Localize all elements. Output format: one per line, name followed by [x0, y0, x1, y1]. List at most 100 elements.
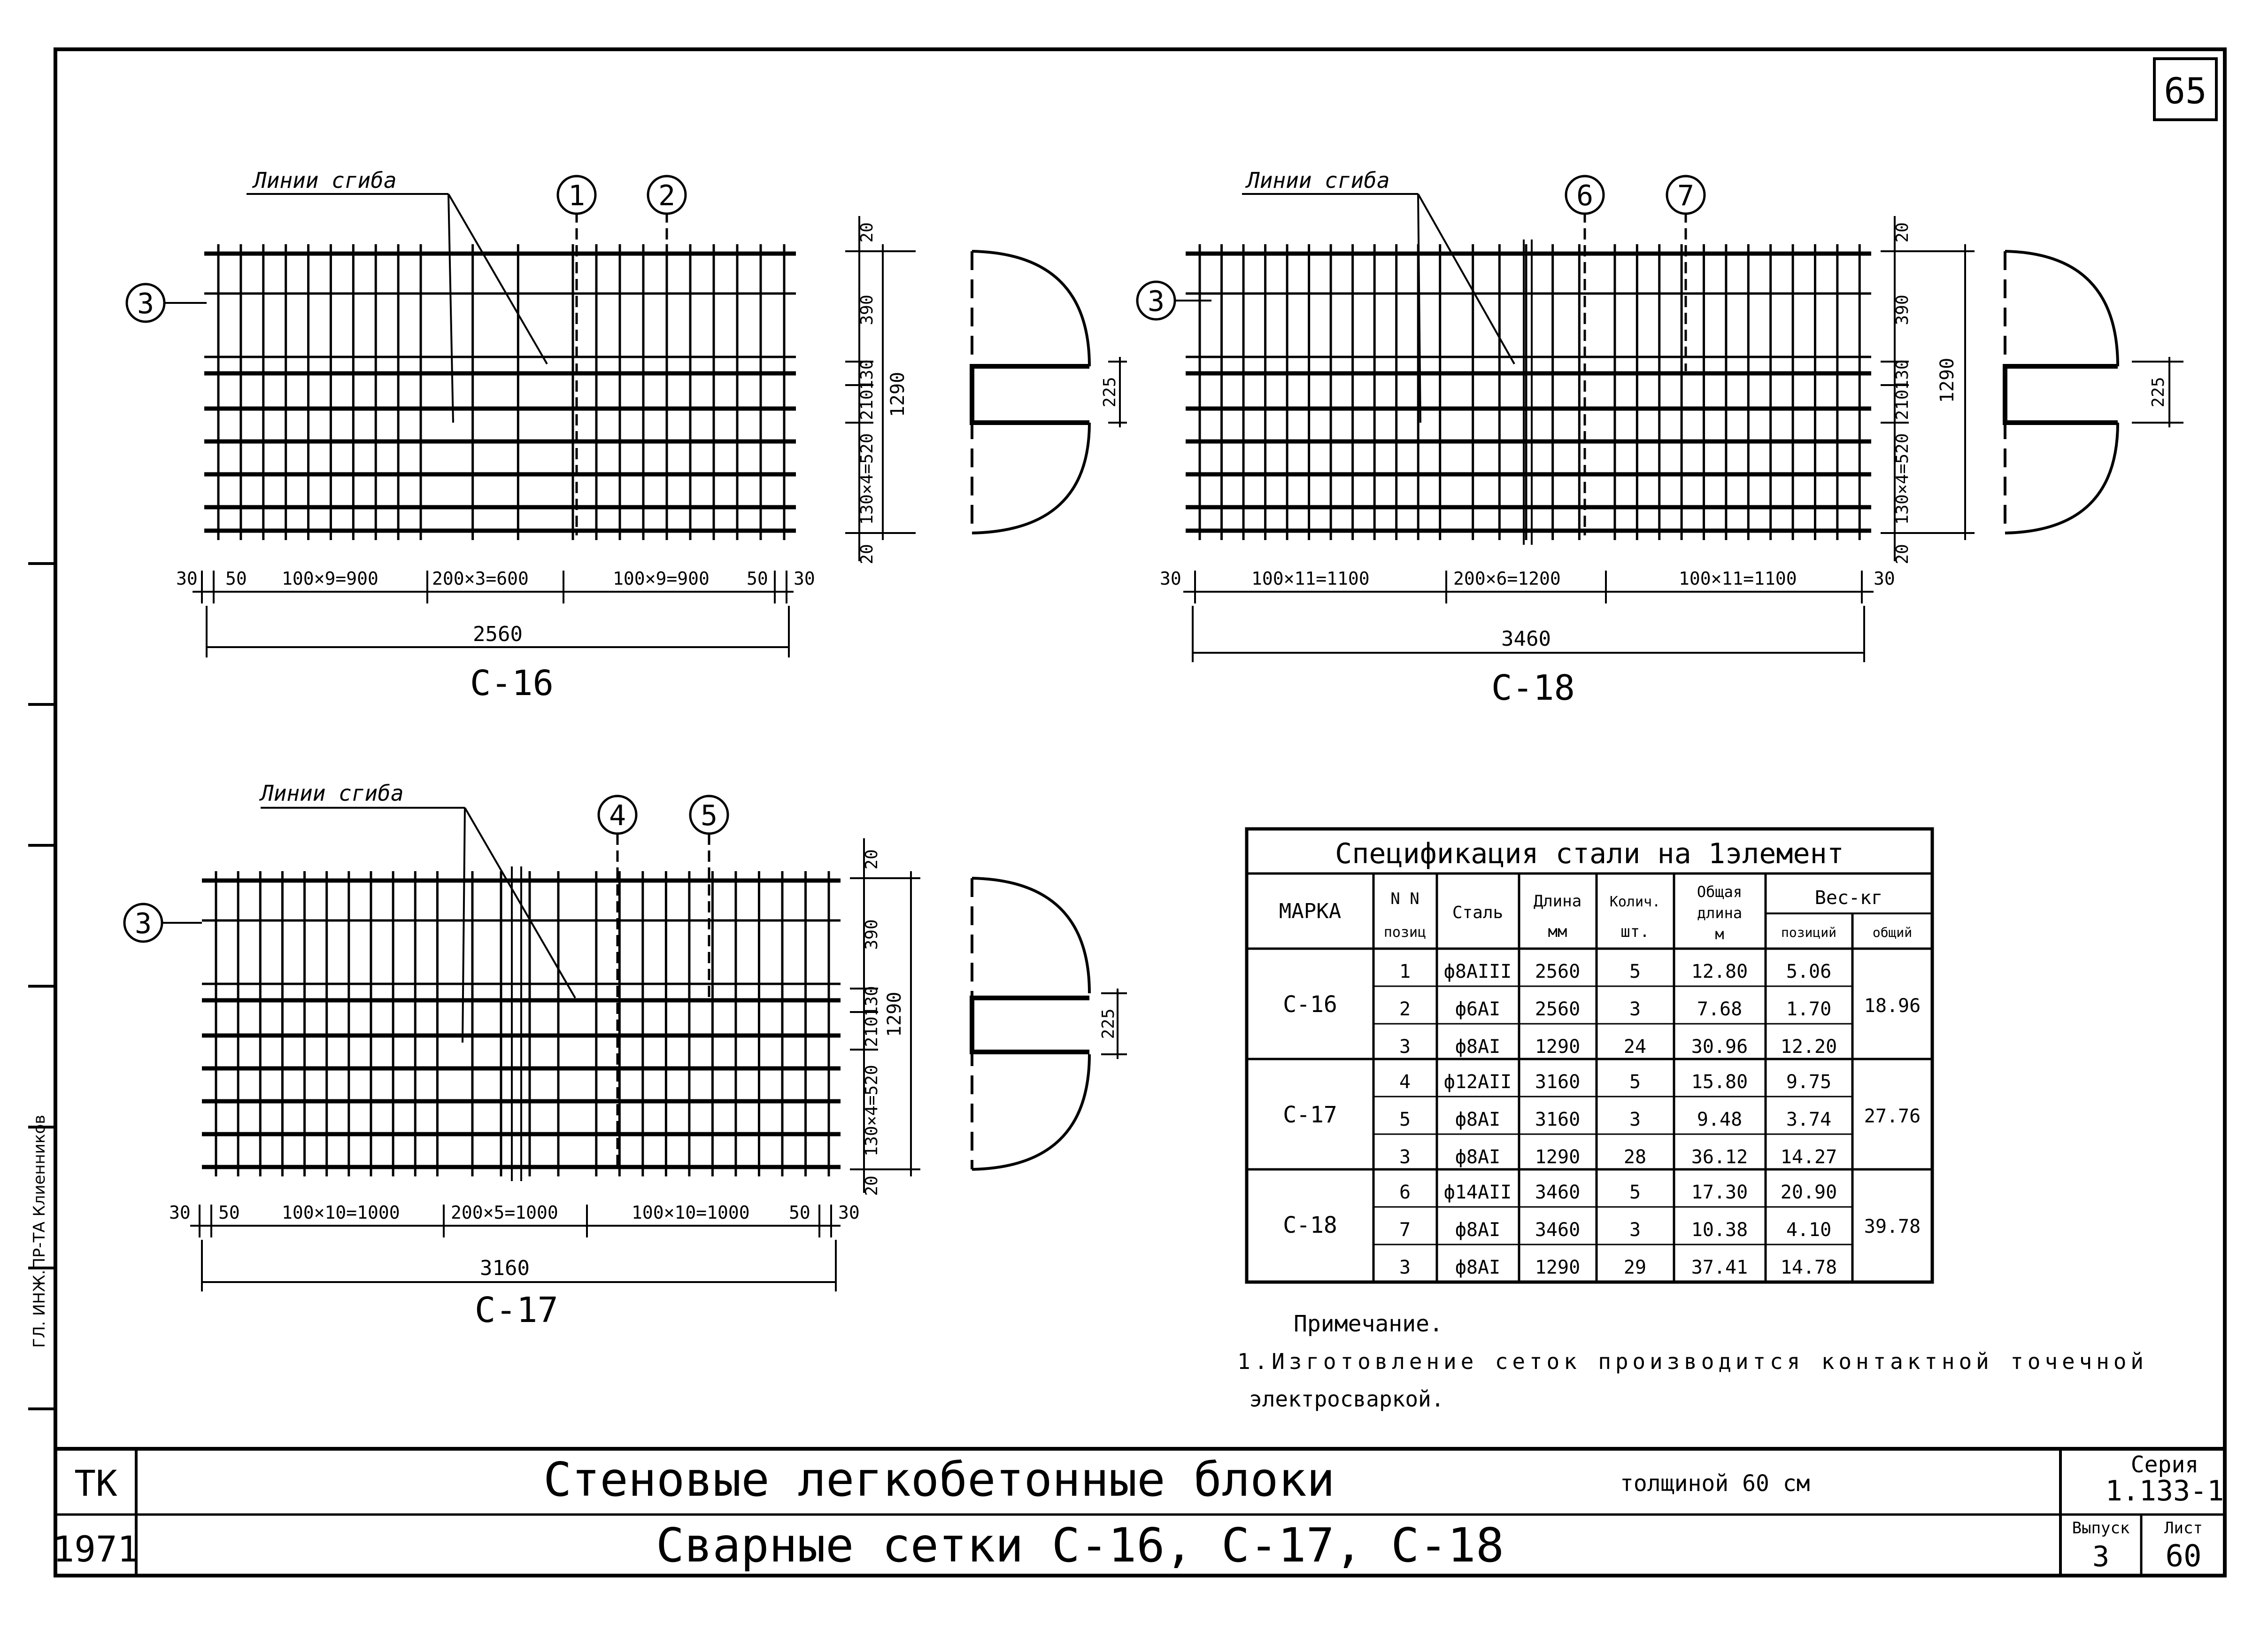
sheet-number: 60	[2165, 1539, 2201, 1574]
callout-4: 4	[597, 795, 638, 835]
svg-text:100×11=1100: 100×11=1100	[1251, 568, 1370, 589]
svg-text:Колич.: Колич.	[1610, 894, 1660, 910]
year-label: 1971	[53, 1528, 139, 1570]
spec-cell: ф8АI	[1455, 1109, 1500, 1130]
spec-cell: 1	[1399, 961, 1411, 982]
bend-lines-label-c17: Линии сгиба	[259, 781, 404, 806]
spec-total-weight: 27.76	[1864, 1105, 1921, 1127]
spec-cell: 3	[1629, 1219, 1641, 1241]
svg-text:30: 30	[794, 568, 815, 589]
callout-3-c18: 3	[1136, 280, 1176, 321]
svg-text:3: 3	[137, 287, 154, 320]
svg-text:130: 130	[1893, 359, 1912, 390]
svg-text:1290: 1290	[887, 372, 909, 417]
mesh-c17-section	[970, 877, 1127, 1171]
svg-text:2: 2	[658, 179, 675, 212]
mesh-c18-dim-side	[1881, 216, 1975, 561]
spec-cell: 6	[1399, 1182, 1411, 1203]
sheet-subtitle: Сварные сетки С-16, С-17, С-18	[656, 1518, 1504, 1573]
callout-3: 3	[125, 283, 166, 323]
mesh-c17-dim-side-labels: 20 390 130 210 130×4=520 20 1290	[862, 849, 905, 1196]
issue-label: Выпуск	[2072, 1519, 2130, 1538]
spec-cell: 3	[1399, 1146, 1411, 1168]
mesh-c16-dim-labels: 30 50 100×9=900 200×3=600 100×9=900 50 3…	[176, 568, 815, 646]
mesh-c16-dim-side-labels: 20 390 130 210 130×4=520 20 1290	[857, 222, 909, 564]
svg-text:390: 390	[862, 919, 881, 950]
mesh-c16-section	[970, 250, 1127, 534]
spec-cell: 17.30	[1691, 1182, 1748, 1203]
mesh-c17-grid	[202, 866, 841, 1181]
spec-cell: 3160	[1535, 1109, 1580, 1130]
svg-text:позиц: позиц	[1384, 924, 1426, 941]
mesh-c17-dim-side	[850, 838, 920, 1193]
spec-cell: ф8АI	[1455, 1219, 1500, 1241]
svg-text:1: 1	[568, 179, 585, 212]
spec-cell: 1290	[1535, 1146, 1580, 1168]
bend-lines-label-c18: Линии сгиба	[1245, 168, 1390, 193]
svg-text:50: 50	[789, 1202, 810, 1223]
svg-text:20: 20	[1893, 222, 1912, 242]
svg-text:30: 30	[176, 568, 198, 589]
svg-text:20: 20	[862, 1175, 881, 1196]
mesh-c18-dim-labels: 30 100×11=1100 200×6=1200 100×11=1100 30…	[1160, 568, 1895, 651]
spec-cell: 20.90	[1781, 1182, 1837, 1203]
series-label: Серия	[2131, 1452, 2199, 1478]
svg-text:100×9=900: 100×9=900	[613, 568, 710, 589]
spec-cell: ф6АI	[1455, 998, 1500, 1020]
spec-cell: 4.10	[1786, 1219, 1831, 1241]
mesh-c16-section-dim: 225	[1100, 377, 1119, 407]
spec-cell: 15.80	[1691, 1071, 1748, 1093]
spec-cell: 24	[1624, 1036, 1646, 1058]
svg-text:6: 6	[1576, 179, 1593, 212]
svg-text:100×10=1000: 100×10=1000	[632, 1202, 750, 1223]
spec-cell: 9.48	[1697, 1109, 1742, 1130]
spec-cell: 1.70	[1786, 998, 1831, 1020]
spec-cell: 3460	[1535, 1182, 1580, 1203]
spec-cell: 4	[1399, 1071, 1411, 1093]
svg-text:200×5=1000: 200×5=1000	[451, 1202, 558, 1223]
svg-text:позиций: позиций	[1781, 925, 1836, 940]
spec-cell: 2560	[1535, 998, 1580, 1020]
mesh-c16-dim-side	[845, 216, 916, 561]
sheet-title-suffix: толщиной 60 см	[1620, 1470, 1810, 1497]
spec-cell: ф8АI	[1455, 1257, 1500, 1278]
svg-text:1290: 1290	[1936, 358, 1958, 403]
svg-text:390: 390	[1893, 294, 1912, 325]
note: Примечание. 1.Изготовление сеток произво…	[1237, 1311, 2144, 1412]
spec-cell: 3	[1399, 1257, 1411, 1278]
svg-text:200×3=600: 200×3=600	[432, 568, 529, 589]
spec-cell: ф12АII	[1444, 1071, 1512, 1093]
callout-5: 5	[689, 795, 729, 835]
svg-text:130: 130	[862, 986, 881, 1016]
series-number: 1.133-1	[2106, 1475, 2224, 1507]
spec-cell: ф14АII	[1444, 1182, 1512, 1203]
svg-text:210: 210	[1893, 389, 1912, 420]
spec-cell: 5	[1399, 1109, 1411, 1130]
svg-text:20: 20	[857, 544, 877, 564]
spec-cell: 3160	[1535, 1071, 1580, 1093]
svg-text:м: м	[1715, 925, 1724, 943]
mesh-c17-mark: С-17	[475, 1290, 558, 1330]
svg-text:7: 7	[1677, 179, 1694, 212]
callout-7: 7	[1666, 175, 1706, 215]
svg-text:N N: N N	[1390, 889, 1419, 908]
svg-text:3: 3	[135, 907, 152, 940]
spec-mark: С-16	[1283, 991, 1337, 1018]
spec-cell: 36.12	[1691, 1146, 1748, 1168]
page-number: 65	[2164, 70, 2207, 112]
svg-text:50: 50	[747, 568, 768, 589]
svg-text:210: 210	[857, 389, 877, 420]
spec-cell: 12.80	[1691, 961, 1748, 982]
note-line-1: 1.Изготовление сеток производится контак…	[1237, 1349, 2144, 1374]
spec-total-weight: 39.78	[1864, 1216, 1921, 1237]
svg-text:шт.: шт.	[1620, 922, 1649, 941]
svg-text:30: 30	[1874, 568, 1895, 589]
mesh-c18-section	[2003, 250, 2183, 534]
issue-number: 3	[2092, 1540, 2109, 1573]
mesh-c18-dim-bottom	[1183, 571, 1874, 662]
svg-text:130: 130	[857, 359, 877, 390]
svg-text:210: 210	[862, 1016, 881, 1047]
spec-cell: ф8АI	[1455, 1036, 1500, 1058]
spec-cell: 28	[1624, 1146, 1646, 1168]
